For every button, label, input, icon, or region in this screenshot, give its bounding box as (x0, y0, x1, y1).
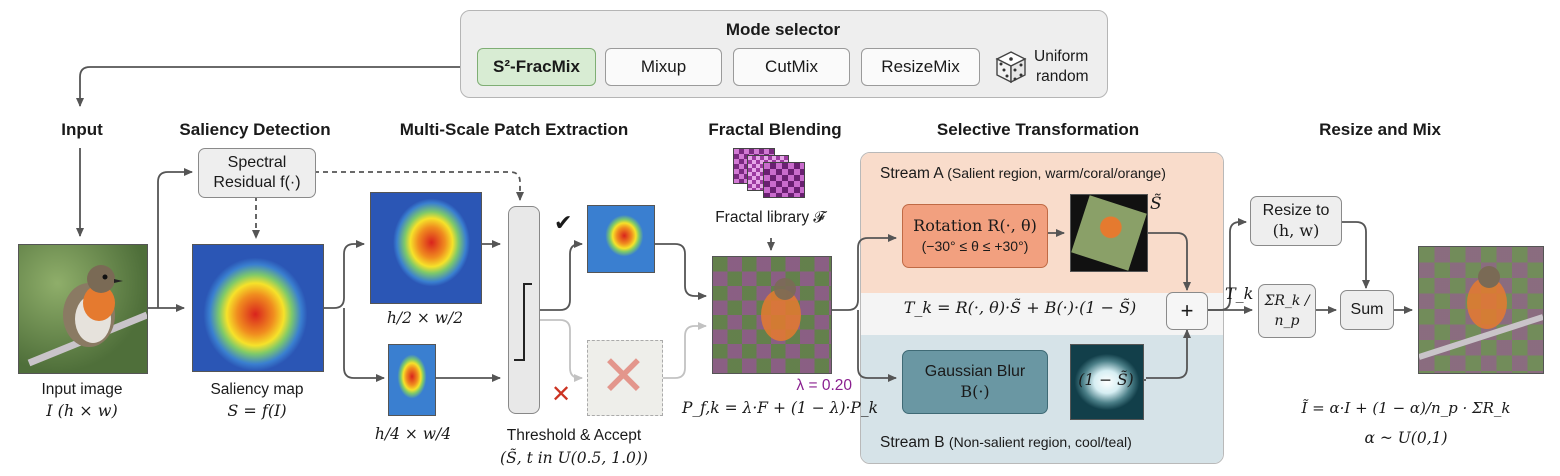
mode-selector-title: Mode selector (725, 20, 841, 39)
saliency-caption-2: S = f(I) (227, 401, 287, 420)
spectral-residual-label-2: Residual f(·) (213, 174, 301, 191)
saliency-map-image (192, 244, 324, 372)
rotation-box: Rotation R(·, θ) (−30° ≤ θ ≤ +30°) (902, 204, 1048, 268)
fractal-blend-formula: P_f,k = λ·F + (1 − λ)·P_k (682, 399, 878, 417)
sum-fraction-box: ΣR_k / n_p (1258, 284, 1316, 338)
stream-b-title: Stream B (Non-salient region, cool/teal) (880, 432, 1132, 453)
resize-label-1: Resize to (1262, 202, 1330, 219)
fractal-library-icon (733, 148, 809, 200)
tk-output-label: T_k (1225, 284, 1254, 303)
threshold-caption-1: Threshold & Accept (506, 427, 642, 444)
stream-tk-band (861, 293, 1223, 335)
sum-box: Sum (1340, 290, 1394, 330)
resize-box: Resize to (h, w) (1250, 196, 1342, 246)
rotation-label-1: Rotation R(·, θ) (913, 216, 1037, 235)
input-image (18, 244, 148, 374)
resize-label-2: (h, w) (1272, 221, 1320, 240)
threshold-caption-2: (S̃, t in U(0.5, 1.0)) (500, 449, 648, 467)
spectral-residual-label-1: Spectral (227, 154, 287, 171)
stream-a-title: Stream A (Salient region, warm/coral/ora… (880, 163, 1166, 184)
input-caption-2: I (h × w) (46, 401, 118, 420)
lambda-value: λ = 0.20 (796, 377, 852, 394)
mode-button-cutmix[interactable]: CutMix (733, 48, 850, 86)
robin-bird-image (27, 265, 147, 367)
final-mixed-image (1418, 246, 1544, 374)
rotation-label-2: (−30° ≤ θ ≤ +30°) (921, 238, 1029, 254)
patch-small-image (388, 344, 436, 416)
cross-icon: ✕ (551, 381, 572, 408)
s-tilde-label: S̃ (1150, 194, 1162, 214)
rejected-cross-icon: ✕ (600, 344, 647, 407)
section-title-saliency: Saliency Detection (179, 120, 331, 139)
patch-scale-quarter: h/4 × w/4 (374, 425, 452, 443)
mode-button-resizemix[interactable]: ResizeMix (861, 48, 980, 86)
inverse-mask-label: (1 − S̃) (1078, 371, 1134, 389)
mode-button-s2-fracmix[interactable]: S²-FracMix (477, 48, 596, 86)
step-function-icon (514, 283, 532, 361)
saliency-caption-1: Saliency map (210, 381, 304, 398)
spectral-residual-box: Spectral Residual f(·) (198, 148, 316, 198)
gaussian-blur-box: Gaussian Blur B(·) (902, 350, 1048, 414)
rotated-patch-image (1070, 194, 1148, 272)
fractal-blended-image (712, 256, 832, 374)
rejected-patch-placeholder (587, 340, 663, 416)
uniform-random-label-1: Uniform (1034, 48, 1089, 65)
stream-a-label: Stream A (880, 165, 943, 182)
patch-scale-half: h/2 × w/2 (386, 309, 464, 327)
fractal-library-label: Fractal library 𝓕 (715, 209, 825, 226)
input-caption-1: Input image (41, 381, 123, 398)
patch-large-image (370, 192, 482, 304)
mode-button-mixup[interactable]: Mixup (605, 48, 722, 86)
check-icon: ✔ (554, 210, 573, 235)
section-title-resize: Resize and Mix (1319, 120, 1441, 139)
plus-node: + (1166, 292, 1208, 330)
stream-b-label: Stream B (880, 434, 945, 451)
stream-a-sub: (Salient region, warm/coral/orange) (947, 165, 1166, 181)
section-title-fractal: Fractal Blending (708, 120, 842, 139)
section-title-input: Input (61, 120, 103, 139)
accepted-patch-image (587, 205, 655, 273)
stream-b-sub: (Non-salient region, cool/teal) (948, 434, 1132, 450)
gaussian-blur-label-1: Gaussian Blur (924, 363, 1026, 380)
dice-icon (995, 51, 1027, 84)
final-formula-2: α ~ U(0,1) (1364, 429, 1448, 447)
inverse-mask-image (1070, 344, 1144, 420)
final-formula-1: Ĩ = α·I + (1 − α)/n_p · ΣR_k (1301, 399, 1511, 417)
section-title-selective: Selective Transformation (936, 120, 1140, 139)
gaussian-blur-label-2: B(·) (960, 382, 990, 401)
uniform-random-label-2: random (1036, 68, 1089, 85)
section-title-patch: Multi-Scale Patch Extraction (399, 120, 629, 139)
tk-formula: T_k = R(·, θ)·S̃ + B(·)·(1 − S̃) (903, 298, 1137, 317)
